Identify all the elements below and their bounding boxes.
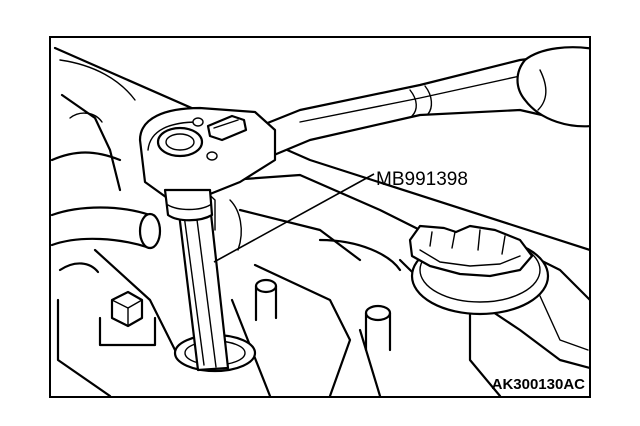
- oil-filler-cap: [408, 224, 550, 316]
- tool-number-label: MB991398: [376, 169, 468, 190]
- engine-cylinder-head: [51, 46, 589, 396]
- ratchet-wrench: [138, 46, 589, 222]
- bolt: [98, 290, 157, 347]
- callout-leader: [213, 173, 375, 263]
- figure-code-label: AK300130AC: [492, 376, 586, 393]
